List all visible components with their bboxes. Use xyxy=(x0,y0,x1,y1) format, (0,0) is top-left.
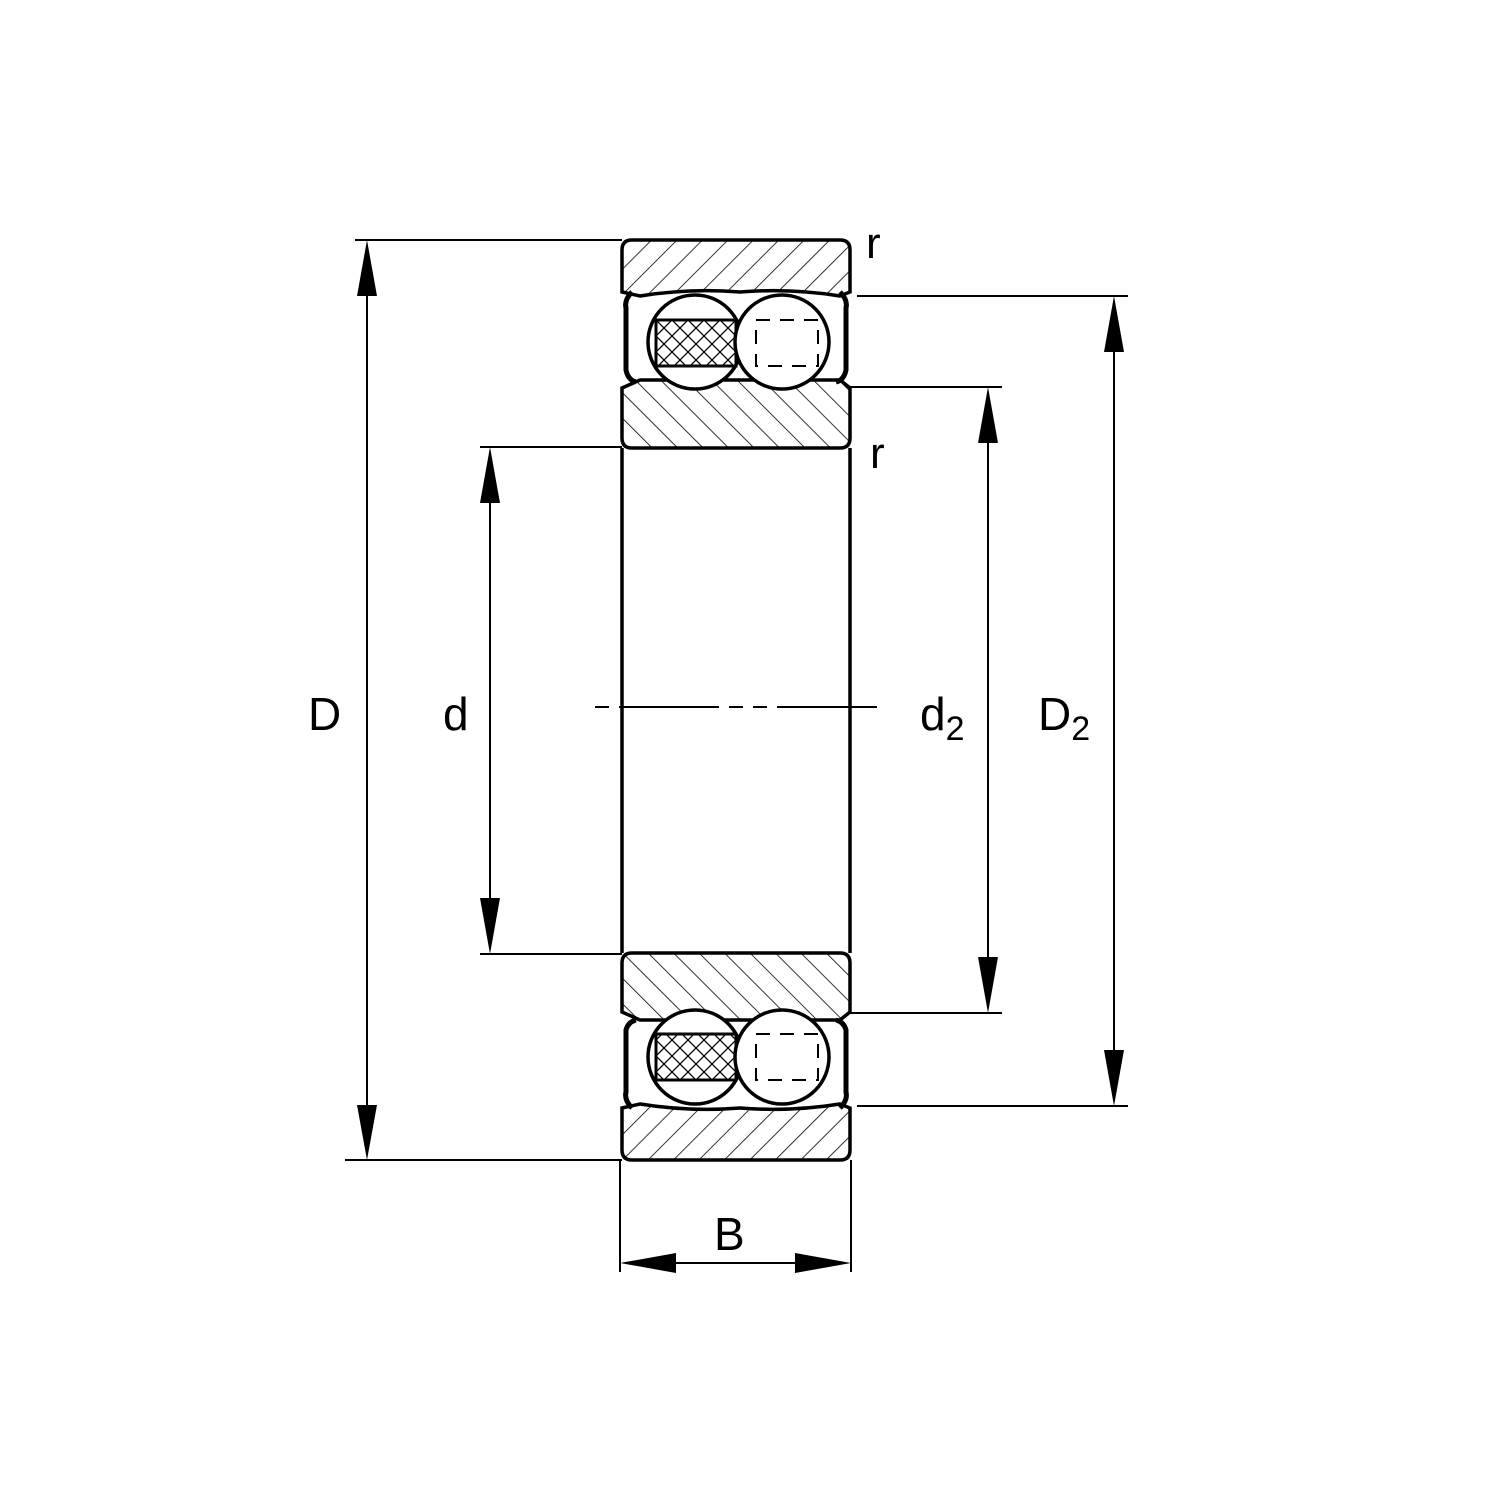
arrow-down-icon xyxy=(978,957,998,1013)
label-r-top: r xyxy=(866,219,881,268)
arrow-down-icon xyxy=(480,898,500,954)
label-d2: d2 xyxy=(920,688,965,748)
seal-left-bottom xyxy=(623,1017,637,1110)
label-B: B xyxy=(714,1208,745,1260)
cage-top xyxy=(654,318,738,368)
arrow-up-icon xyxy=(1104,296,1124,352)
cage-hidden-top xyxy=(755,319,819,367)
cage-hidden-bottom xyxy=(755,1033,819,1081)
dimension-D2: D2 xyxy=(857,295,1128,1107)
arrow-down-icon xyxy=(357,1105,377,1160)
arrow-left-icon xyxy=(620,1253,676,1273)
cage-bottom xyxy=(654,1032,738,1082)
outer-ring-top xyxy=(620,238,852,298)
dimension-d: d xyxy=(443,446,622,955)
arrow-up-icon xyxy=(978,387,998,443)
dimension-B: B xyxy=(619,1160,852,1273)
inner-ring-bottom xyxy=(620,951,852,1022)
seal-left-top xyxy=(623,290,637,385)
arrow-up-icon xyxy=(480,447,500,503)
arrow-right-icon xyxy=(795,1253,851,1273)
arrow-down-icon xyxy=(1104,1050,1124,1106)
seal-right-top xyxy=(835,290,849,385)
seal-right-bottom xyxy=(835,1017,849,1110)
dimension-d2: d2 xyxy=(850,386,1002,1014)
outer-ring-bottom xyxy=(620,1102,852,1162)
ball-right-bottom xyxy=(733,1008,831,1106)
label-D2: D2 xyxy=(1038,688,1090,748)
dimension-D: D xyxy=(308,239,622,1161)
ball-right-top xyxy=(733,293,831,391)
lower-section xyxy=(620,951,852,1162)
arrow-up-icon xyxy=(357,240,377,296)
upper-section xyxy=(620,238,852,450)
label-d: d xyxy=(443,688,469,740)
label-D: D xyxy=(308,688,341,740)
label-r-bottom: r xyxy=(870,429,885,478)
inner-ring-top xyxy=(620,378,852,450)
